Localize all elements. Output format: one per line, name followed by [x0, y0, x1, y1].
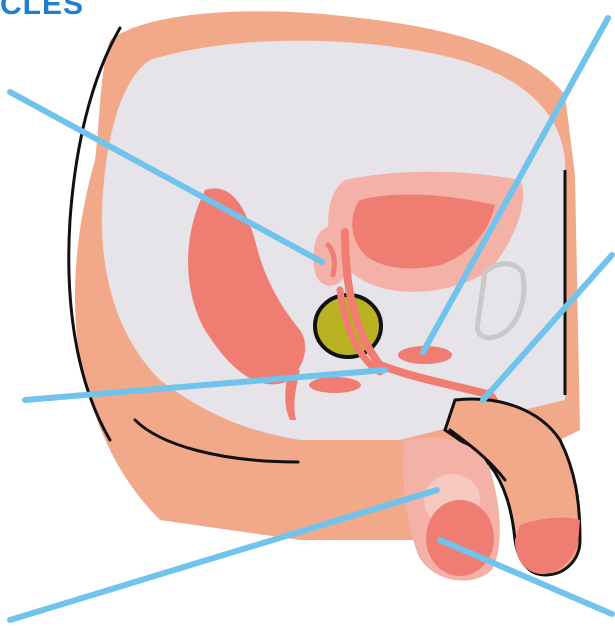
bulbourethral-gland	[309, 377, 361, 393]
testicle	[426, 500, 494, 576]
